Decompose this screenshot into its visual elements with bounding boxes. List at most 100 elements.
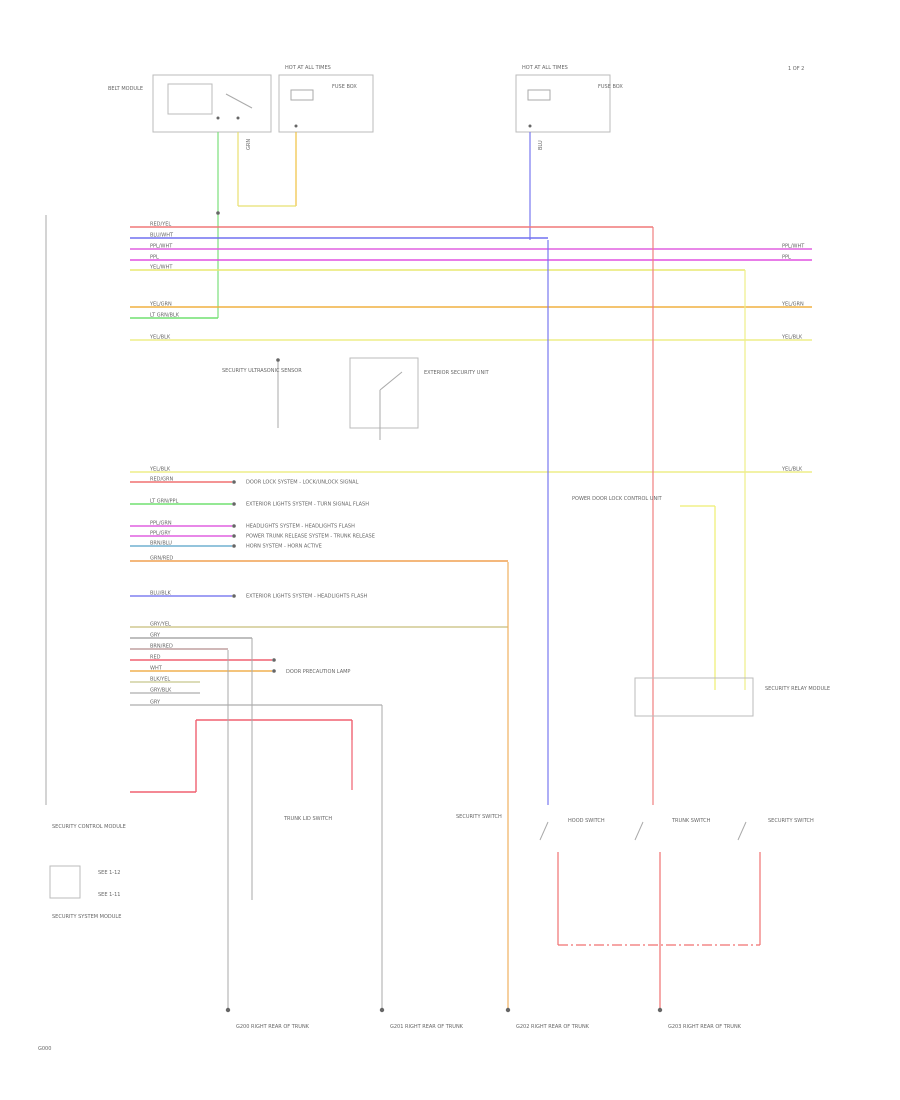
- splice-green: [216, 211, 220, 215]
- module-label-bottom: SECURITY SYSTEM MODULE: [52, 914, 121, 920]
- relay-box-left: [152, 74, 272, 133]
- wire-mid-terminal-4: [232, 534, 236, 538]
- wire-mid-terminal-2: [232, 502, 236, 506]
- right-label-3: YEL/BLK: [781, 335, 803, 341]
- trunk-switch-label: TRUNK SWITCH: [671, 818, 711, 824]
- top-wire-group: RED/YEL BLU/WHT PPL/WHT PPL YEL/WHT YEL/GRN LT…: [130, 222, 812, 341]
- ground-point-2: [505, 1007, 511, 1013]
- relay-contact: [225, 93, 253, 109]
- fuse-right-body: FUSE BOX: [598, 84, 623, 90]
- security-switch-label: SECURITY SWITCH: [456, 814, 502, 820]
- wire-low-label-7: GRY: [150, 700, 161, 706]
- fuse-box-right: [515, 74, 611, 133]
- wire-top-label-5: YEL/GRN: [149, 302, 172, 308]
- right-label-1: PPL: [782, 255, 791, 261]
- fuse-box-left: [278, 74, 374, 133]
- fuse-right-title: HOT AT ALL TIMES: [522, 65, 568, 71]
- wire-mid-desc-4: POWER TRUNK RELEASE SYSTEM - TRUNK RELEA…: [246, 534, 375, 540]
- wire-mid-desc-2: EXTERIOR LIGHTS SYSTEM - TURN SIGNAL FLA…: [246, 502, 369, 508]
- page-number-label: 1 OF 2: [788, 66, 804, 72]
- relay-coil: [167, 83, 213, 115]
- connector-1-label: SEE 1-12: [98, 870, 120, 876]
- security-switch-contact: [737, 821, 747, 841]
- right-label-group: PPL/WHT PPL YEL/GRN YEL/BLK YEL/BLK: [781, 244, 805, 473]
- connector-2-label: SEE 1-11: [98, 892, 120, 898]
- wire-top-label-2: PPL/WHT: [150, 244, 173, 250]
- wire-mid-label-2: LT GRN/PPL: [150, 499, 179, 505]
- wire-mid-label-7: BLU/BLK: [150, 591, 172, 597]
- wire-mid-desc-7: EXTERIOR LIGHTS SYSTEM - HEADLIGHTS FLAS…: [246, 594, 368, 600]
- wire-mid-desc-1: DOOR LOCK SYSTEM - LOCK/UNLOCK SIGNAL: [246, 480, 359, 486]
- wire-mid-desc-5: HORN SYSTEM - HORN ACTIVE: [246, 544, 322, 550]
- security-relay-label: SECURITY RELAY MODULE: [765, 686, 830, 692]
- wire-top-label-0: RED/YEL: [150, 222, 171, 228]
- relay-left-label: BELT MODULE: [108, 86, 143, 92]
- right-label-2: YEL/GRN: [781, 302, 804, 308]
- ground-label-1: G201 RIGHT REAR OF TRUNK: [390, 1024, 464, 1030]
- ground-point-0: [225, 1007, 231, 1013]
- diagram-code-label: G000: [38, 1046, 51, 1052]
- wire-low-label-4: WHT: [150, 666, 163, 672]
- hood-switch-label: HOOD SWITCH: [568, 818, 605, 824]
- wire-low-label-2: BRN/RED: [150, 644, 173, 650]
- wire-mid-desc-3: HEADLIGHTS SYSTEM - HEADLIGHTS FLASH: [246, 524, 355, 530]
- sensor-terminal: [276, 358, 280, 362]
- wire-top-label-3: PPL: [150, 255, 159, 261]
- wire-mid-label-3: PPL/GRN: [150, 521, 172, 527]
- right-label-4: YEL/BLK: [781, 467, 803, 473]
- hood-switch-contact: [539, 821, 549, 841]
- ground-label-3: G203 RIGHT REAR OF TRUNK: [668, 1024, 742, 1030]
- wire-top-label-4: YEL/WHT: [149, 265, 173, 271]
- security-switch-right-label: SECURITY SWITCH: [768, 818, 814, 824]
- mid-wire-group: YEL/BLK RED/GRN DOOR LOCK SYSTEM - LOCK/UN…: [130, 467, 812, 600]
- wire-top-label-1: BLU/WHT: [150, 233, 174, 239]
- fuse-left-terminal: [294, 124, 298, 128]
- module-label-top: SECURITY CONTROL MODULE: [52, 824, 126, 830]
- trunk-lid-switch-label: TRUNK LID SWITCH: [283, 816, 332, 822]
- fuse-right-element: [527, 89, 551, 101]
- wire-mid-label-4: PPL/GRY: [150, 531, 172, 537]
- wire-mid-terminal-5: [232, 544, 236, 548]
- wire-low-label-5: BLK/YEL: [150, 677, 170, 683]
- low-wire-group: GRY/YEL GRY BRN/RED RED WHT BLK/YEL GRY/BLK GRY…: [130, 622, 508, 793]
- wire-low-label-0: GRY/YEL: [150, 622, 171, 628]
- relay-terminal-1: [216, 116, 220, 120]
- security-relay-box: [634, 677, 754, 717]
- wire-mid-terminal-1: [232, 480, 236, 484]
- module-connector-box: [49, 865, 81, 899]
- relay-terminal-2: [236, 116, 240, 120]
- wire-mid-label-5: BRN/BLU: [150, 541, 172, 547]
- low-text: DOOR PRECAUTION LAMP: [286, 669, 350, 675]
- ground-group: G200 RIGHT REAR OF TRUNK G201 RIGHT REAR …: [225, 1007, 742, 1030]
- fuse-right-terminal: [528, 124, 532, 128]
- ground-label-2: G202 RIGHT REAR OF TRUNK: [516, 1024, 590, 1030]
- right-label-0: PPL/WHT: [782, 244, 805, 250]
- fuse-left-title: HOT AT ALL TIMES: [285, 65, 331, 71]
- ground-label-0: G200 RIGHT REAR OF TRUNK: [236, 1024, 310, 1030]
- wire-mid-label-0: YEL/BLK: [149, 467, 171, 473]
- ground-point-3: [657, 1007, 663, 1013]
- sensor-label: SECURITY ULTRASONIC SENSOR: [222, 368, 302, 374]
- exterior-security-switch: [379, 371, 403, 391]
- wire-low-label-1: GRY: [150, 633, 161, 639]
- wire-mid-label-1: RED/GRN: [150, 477, 174, 483]
- exterior-security-box: [349, 357, 419, 429]
- low-terminal-b: [272, 669, 276, 673]
- power-door-lock-label: POWER DOOR LOCK CONTROL UNIT: [572, 496, 663, 502]
- wire-top-label-6: LT GRN/BLK: [150, 313, 180, 319]
- wire-low-label-3: RED: [150, 655, 161, 661]
- wire-low-label-6: GRY/BLK: [150, 688, 172, 694]
- wire-mid-terminal-7: [232, 594, 236, 598]
- low-terminal-a: [272, 658, 276, 662]
- wire-top-label-7: YEL/BLK: [149, 335, 171, 341]
- fuse-left-body: FUSE BOX: [332, 84, 357, 90]
- wire-mid-label-6: GRN/RED: [150, 556, 173, 562]
- ground-point-1: [379, 1007, 385, 1013]
- wire-mid-terminal-3: [232, 524, 236, 528]
- trunk-switch-contact: [634, 821, 644, 841]
- wire-fuse-right-label: BLU: [538, 140, 544, 150]
- exterior-security-label: EXTERIOR SECURITY UNIT: [424, 370, 490, 376]
- wire-fuse-left-label: GRN: [246, 139, 252, 150]
